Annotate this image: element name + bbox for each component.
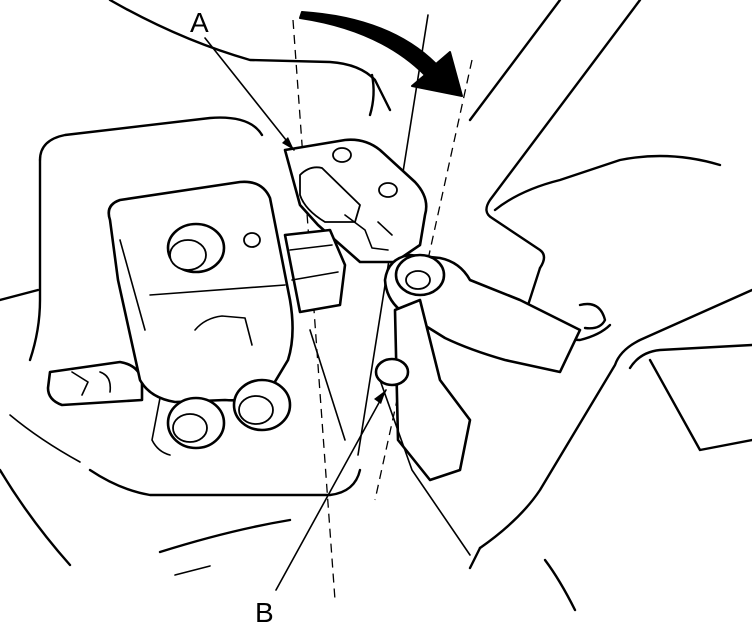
- background-panels: [0, 0, 752, 612]
- right-lower-panel: [478, 288, 752, 550]
- callout-label-a: A: [190, 7, 209, 38]
- door-pin-bracket: [374, 253, 582, 556]
- body-hinge-plate: [46, 180, 294, 456]
- right-upper-panel: [485, 0, 642, 270]
- callout-leaders: [204, 37, 387, 591]
- left-body-panel: [38, 116, 264, 162]
- rotation-arrow: [299, 11, 463, 97]
- hinge-link-arm: [283, 228, 347, 314]
- callout-label-b: B: [255, 597, 274, 628]
- door-hinge-bracket: [283, 138, 428, 264]
